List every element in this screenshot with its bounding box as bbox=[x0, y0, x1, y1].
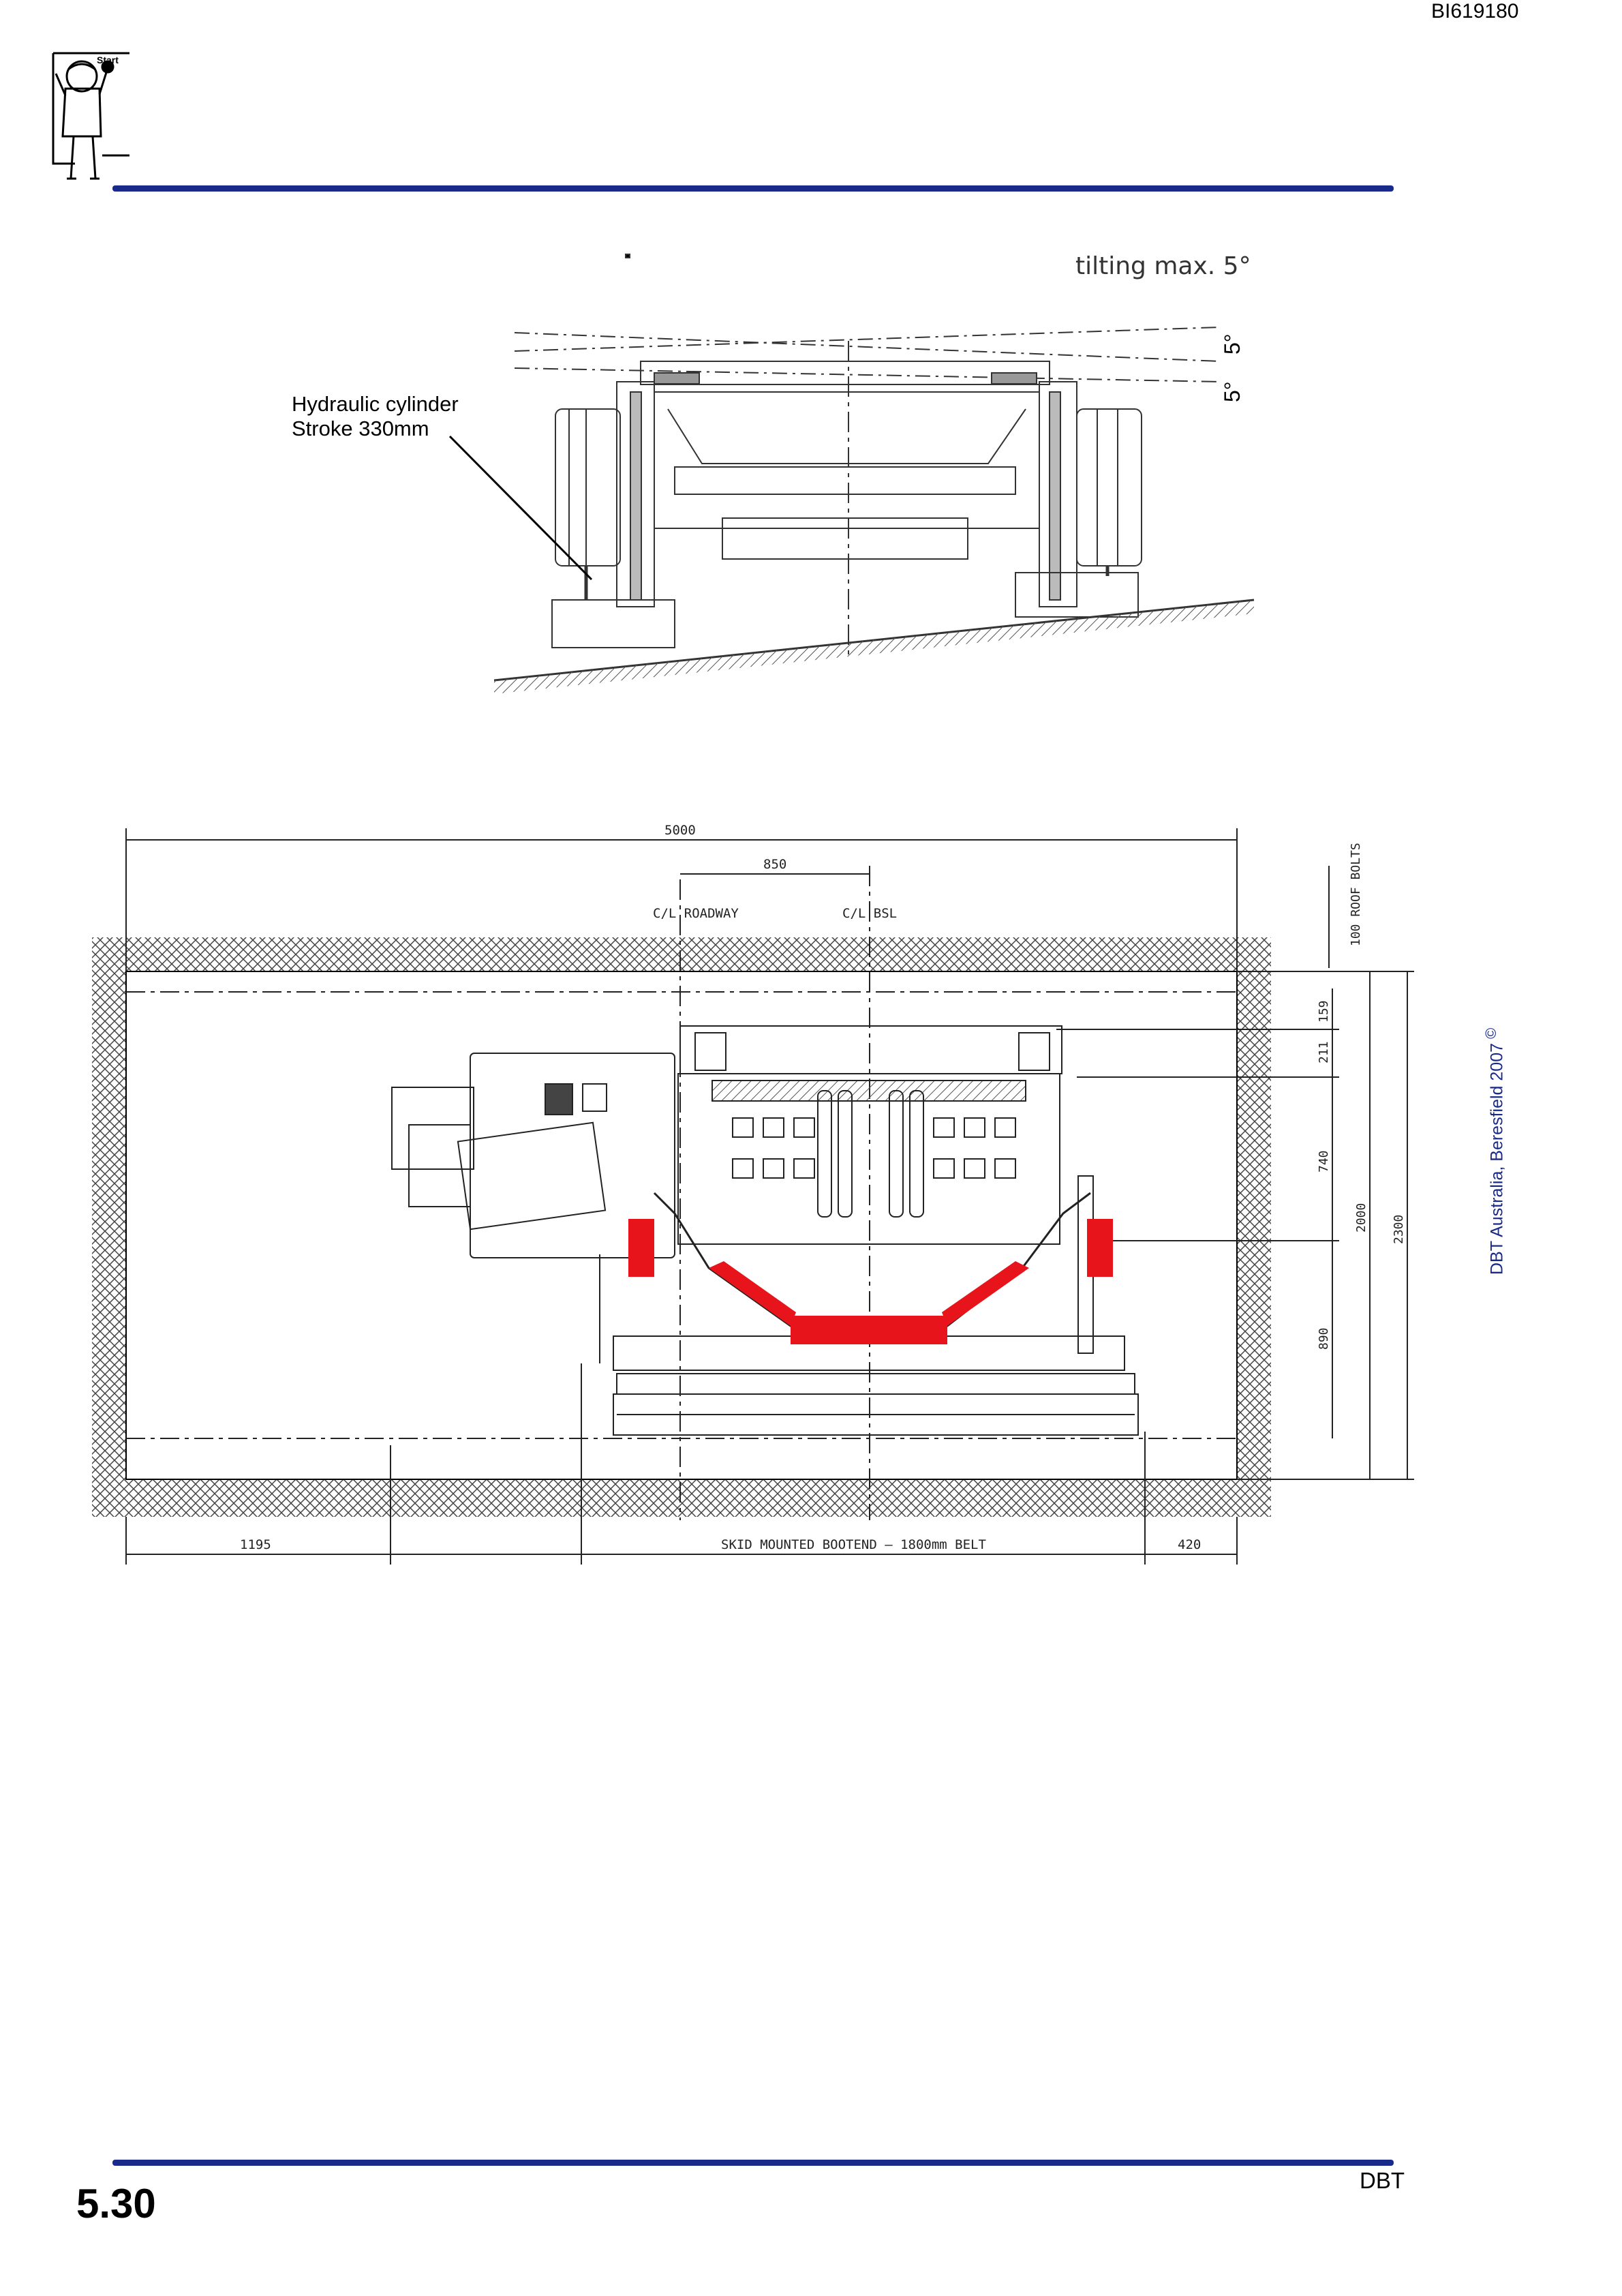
v-890: 890 bbox=[1317, 1327, 1331, 1350]
angle-bottom-label: 5° bbox=[1220, 381, 1244, 402]
v-740: 740 bbox=[1317, 1150, 1331, 1173]
header-rule bbox=[112, 185, 1394, 192]
document-id: BI619180 bbox=[1431, 0, 1519, 22]
copyright-text: DBT Australia, Beresfield 2007 bbox=[1487, 1042, 1507, 1275]
tilting-bootend-drawing bbox=[448, 254, 1255, 694]
footer-rule bbox=[112, 2160, 1394, 2166]
angle-top-label: 5° bbox=[1220, 333, 1244, 354]
dim-left: 1195 bbox=[240, 1537, 271, 1552]
footer-brand: DBT bbox=[1360, 2168, 1405, 2193]
v-159: 159 bbox=[1317, 1000, 1331, 1023]
hydraulic-cylinder-callout: Hydraulic cylinder Stroke 330mm bbox=[292, 392, 459, 441]
left-rib-strata bbox=[92, 971, 126, 1479]
roadway-section-drawing bbox=[92, 828, 1414, 1565]
page-number: 5.30 bbox=[76, 2181, 156, 2226]
v-2000: 2000 bbox=[1354, 1203, 1368, 1233]
roof-strata bbox=[92, 937, 1271, 971]
start-icon-label: Start bbox=[97, 55, 119, 65]
floor-strata bbox=[92, 1479, 1271, 1517]
callout-line-1: Hydraulic cylinder bbox=[292, 392, 459, 416]
dim-center-label: SKID MOUNTED BOOTEND — 1800mm BELT bbox=[721, 1537, 986, 1552]
dim-offset: 850 bbox=[763, 857, 786, 872]
v-2300: 2300 bbox=[1392, 1215, 1406, 1244]
right-rib-strata bbox=[1237, 971, 1271, 1479]
start-operator-icon bbox=[52, 52, 129, 180]
dim-total-width: 5000 bbox=[664, 823, 696, 838]
copyright-symbol: © bbox=[1482, 1027, 1499, 1039]
callout-line-2: Stroke 330mm bbox=[292, 417, 429, 440]
v-roof-bolts: 100 ROOF BOLTS bbox=[1349, 843, 1363, 946]
tilt-label: tilting max. 5° bbox=[1075, 252, 1251, 280]
v-211: 211 bbox=[1317, 1041, 1331, 1063]
dim-right: 420 bbox=[1178, 1537, 1201, 1552]
copyright-notice: DBT Australia, Beresfield 2007 © bbox=[1482, 1028, 1507, 1275]
highlighted-idler-rollers bbox=[628, 1219, 1113, 1344]
cl-bsl-label: C/L BSL bbox=[842, 906, 897, 921]
cl-roadway-label: C/L ROADWAY bbox=[653, 906, 739, 921]
